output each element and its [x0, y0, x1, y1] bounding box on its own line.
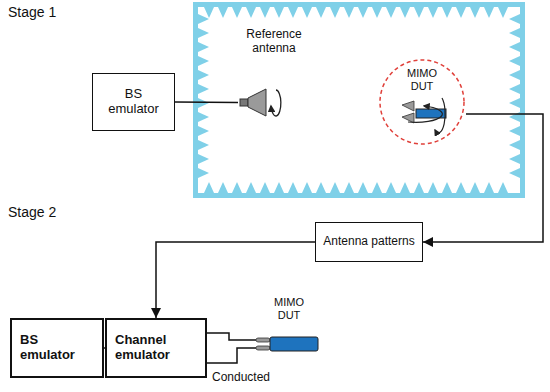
- absorber-spike: [400, 182, 410, 193]
- absorber-spike: [198, 70, 209, 80]
- absorber-spike: [372, 182, 382, 193]
- absorber-spike: [316, 182, 326, 193]
- absorber-spike: [274, 7, 284, 18]
- absorber-spike: [288, 7, 298, 18]
- stage-label: Stage 1: [8, 4, 56, 20]
- absorber-spike: [198, 28, 209, 38]
- absorber-spike: [232, 7, 242, 18]
- node-label: MIMO DUT: [402, 67, 442, 92]
- process-box: Antenna patterns: [315, 222, 423, 262]
- node-text-group: BS emulator: [105, 87, 162, 117]
- absorber-spike: [358, 182, 368, 193]
- absorber-spike: [386, 7, 396, 18]
- absorber-spike: [498, 7, 508, 18]
- absorber-spike: [414, 7, 424, 18]
- absorber-spike: [198, 42, 209, 52]
- absorber-spike: [498, 182, 508, 193]
- connector: [207, 333, 256, 363]
- mimo-dut: MIMO DUT: [378, 58, 466, 146]
- absorber-spike: [274, 182, 284, 193]
- absorber-spike: [316, 7, 326, 18]
- absorber-spike: [400, 7, 410, 18]
- connector: [423, 114, 543, 242]
- node-label: Reference antenna: [240, 28, 308, 56]
- absorber-spike: [456, 182, 466, 193]
- absorber-spike: [442, 7, 452, 18]
- absorber-spike: [456, 7, 466, 18]
- absorber-spike: [484, 182, 494, 193]
- absorber-spike: [246, 7, 256, 18]
- reference-antenna: Reference antenna: [238, 26, 310, 118]
- absorber-spike: [509, 154, 520, 164]
- absorber-spike: [198, 84, 209, 94]
- absorber-spike: [198, 154, 209, 164]
- absorber-spike: [198, 112, 209, 122]
- absorber-spike: [344, 7, 354, 18]
- mimo-dut: MIMO DUT: [250, 296, 328, 358]
- node-text-group: Channel emulator: [115, 333, 196, 363]
- chamber-interior: [198, 7, 520, 193]
- absorber-spike: [509, 28, 520, 38]
- node-label: Antenna patterns: [323, 235, 414, 249]
- absorber-spike: [509, 84, 520, 94]
- node-text-group: Reference antenna: [240, 28, 308, 56]
- node-text-group: MIMO DUT: [267, 296, 311, 321]
- absorber-spike: [484, 7, 494, 18]
- node-text-group: BS emulator: [20, 333, 93, 363]
- absorber-spike: [386, 182, 396, 193]
- absorber-spike: [288, 182, 298, 193]
- absorber-spike: [198, 56, 209, 66]
- absorber-spike: [302, 7, 312, 18]
- node-text-group: Antenna patterns: [323, 235, 414, 249]
- node-label: MIMO DUT: [267, 296, 311, 321]
- absorber-spike: [414, 182, 424, 193]
- node-label: BS emulator: [105, 87, 162, 117]
- absorber-spike: [428, 182, 438, 193]
- absorber-spike: [509, 140, 520, 150]
- node-label: Channel emulator: [115, 333, 196, 363]
- absorber-spike: [246, 182, 256, 193]
- absorber-spike: [470, 7, 480, 18]
- absorber-spike: [509, 126, 520, 136]
- absorber-spike: [198, 14, 209, 24]
- absorber-spike: [330, 182, 340, 193]
- absorber-spike: [260, 7, 270, 18]
- absorber-spike: [204, 182, 214, 193]
- absorber-spike: [470, 182, 480, 193]
- absorber-spike: [358, 7, 368, 18]
- absorber-spike: [218, 182, 228, 193]
- node-label: BS emulator: [20, 333, 93, 363]
- emulator-box: Channel emulator: [105, 318, 207, 378]
- connector: [175, 101, 238, 103]
- absorber-spike: [372, 7, 382, 18]
- absorber-spike: [260, 182, 270, 193]
- emulator-box: BS emulator: [10, 318, 104, 378]
- absorber-spikes: [198, 7, 520, 193]
- edge-label: Conducted: [210, 370, 272, 384]
- absorber-spike: [509, 168, 520, 178]
- absorber-spike: [509, 56, 520, 66]
- anechoic-chamber: [193, 2, 525, 198]
- absorber-spike: [509, 42, 520, 52]
- stage-label: Stage 2: [8, 204, 56, 220]
- absorber-spike: [442, 182, 452, 193]
- absorber-spike: [198, 126, 209, 136]
- absorber-spike: [428, 7, 438, 18]
- absorber-spike: [330, 7, 340, 18]
- absorber-spike: [509, 14, 520, 24]
- absorber-spike: [198, 140, 209, 150]
- absorber-spike: [198, 168, 209, 178]
- absorber-spike: [218, 7, 228, 18]
- emulator-box: BS emulator: [92, 73, 175, 131]
- node-text-group: MIMO DUT: [402, 67, 442, 92]
- absorber-spike: [302, 182, 312, 193]
- absorber-spike: [344, 182, 354, 193]
- absorber-spike: [204, 7, 214, 18]
- absorber-spike: [509, 70, 520, 80]
- absorber-spike: [509, 98, 520, 108]
- absorber-spike: [232, 182, 242, 193]
